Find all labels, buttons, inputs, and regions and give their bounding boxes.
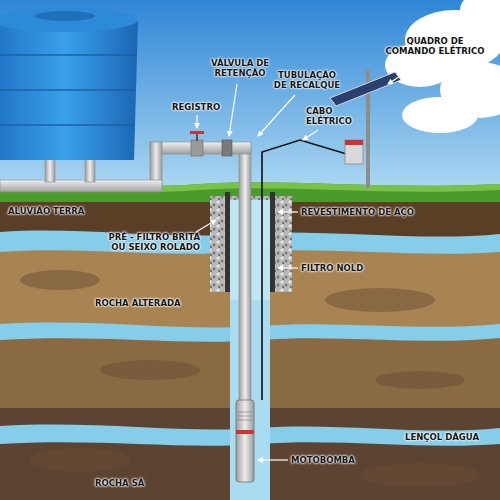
part-label: ROCHA ALTERADA bbox=[95, 298, 215, 308]
part-label: MOTOBOMBA bbox=[291, 455, 381, 465]
part-label: CABO ELÉTRICO bbox=[306, 106, 356, 126]
part-label: QUADRO DE COMANDO ELÉTRICO bbox=[385, 36, 485, 56]
part-label: TUBULAÇÃO DE RECALQUE bbox=[272, 70, 342, 90]
part-label: LENÇOL DÁGUA bbox=[405, 432, 495, 442]
part-label: REVESTIMENTO DE AÇO bbox=[301, 207, 441, 217]
part-label: VÁLVULA DE RETENÇÃO bbox=[208, 58, 272, 78]
part-label: PRÉ - FILTRO BRITA OU SEIXO ROLADO bbox=[100, 232, 200, 252]
part-label: REGISTRO bbox=[172, 102, 232, 112]
part-label: ALUVIÃO TERRA bbox=[8, 206, 128, 216]
part-label: ROCHA SÃ bbox=[95, 478, 185, 488]
part-label: FILTRO NOLD bbox=[301, 263, 401, 273]
